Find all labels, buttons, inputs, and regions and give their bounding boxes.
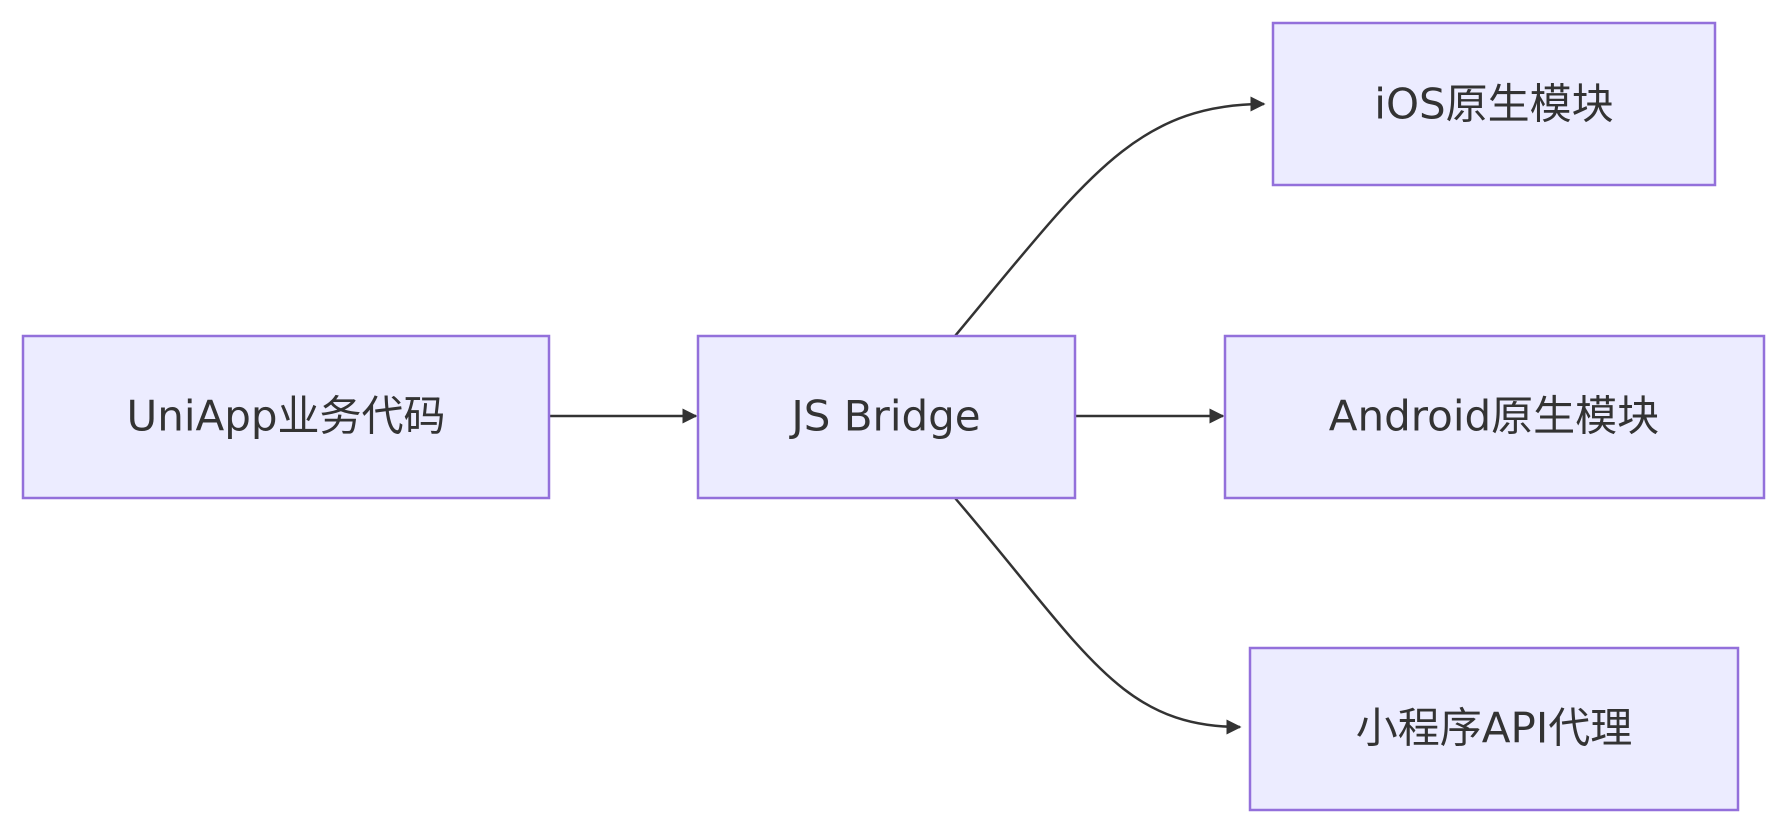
node-miniprogram-api-proxy[interactable]: 小程序API代理 [1248,646,1740,812]
node-js-bridge[interactable]: JS Bridge [696,334,1077,500]
node-android-box [1223,334,1766,500]
node-ios-label: iOS原生模块 [1374,80,1613,129]
node-js-bridge-box [696,334,1077,500]
node-uniapp-box [21,334,551,500]
node-ios-native-module[interactable]: iOS原生模块 [1271,21,1717,187]
node-miniprogram-label: 小程序API代理 [1356,704,1632,753]
node-uniapp-label: UniApp业务代码 [126,392,445,441]
node-js-bridge-label: JS Bridge [788,392,980,441]
node-android-label: Android原生模块 [1329,392,1659,441]
node-android-native-module[interactable]: Android原生模块 [1223,334,1766,500]
edge-bridge-to-ios [954,96,1266,337]
node-uniapp[interactable]: UniApp业务代码 [21,334,551,500]
edges [549,96,1266,735]
node-ios-box [1271,21,1717,187]
edge-bridge-to-miniprogram [954,497,1242,735]
node-miniprogram-box [1248,646,1740,812]
